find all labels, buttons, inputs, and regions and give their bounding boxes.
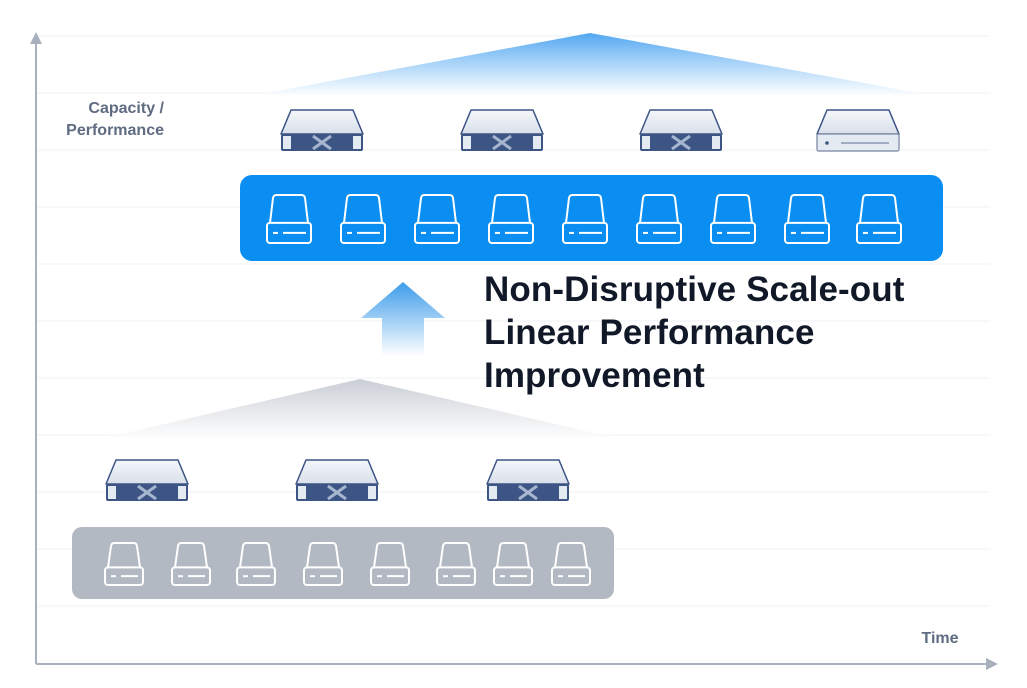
after-cluster-roof xyxy=(250,33,935,96)
before-drives xyxy=(104,542,591,586)
y-axis-arrow-icon xyxy=(30,32,42,44)
after-drives xyxy=(266,194,902,244)
server-icon xyxy=(639,109,723,151)
drive-icon xyxy=(856,194,902,244)
x-axis xyxy=(36,658,998,670)
server-icon xyxy=(486,459,570,501)
drive-icon xyxy=(493,542,533,586)
server-icon xyxy=(105,459,189,501)
drive-icon xyxy=(370,542,410,586)
server-icon xyxy=(816,109,900,152)
drive-icon xyxy=(236,542,276,586)
drive-icon xyxy=(266,194,312,244)
drive-icon xyxy=(104,542,144,586)
headline-line2: Linear Performance xyxy=(484,313,815,352)
server-icon xyxy=(295,459,379,501)
drive-icon xyxy=(436,542,476,586)
y-axis-label: Capacity / Performance xyxy=(46,98,164,142)
headline-line3: Improvement xyxy=(484,356,705,395)
drive-icon xyxy=(710,194,756,244)
x-axis-arrow-icon xyxy=(986,658,998,670)
up-arrow-icon xyxy=(361,282,445,356)
after-servers xyxy=(280,109,900,152)
drive-icon xyxy=(784,194,830,244)
headline-line1: Non-Disruptive Scale-out xyxy=(484,270,905,309)
before-servers xyxy=(105,459,570,501)
y-axis-label-line1: Capacity / xyxy=(88,100,164,117)
drive-icon xyxy=(562,194,608,244)
drive-icon xyxy=(551,542,591,586)
drive-icon xyxy=(303,542,343,586)
before-cluster-roof xyxy=(95,379,625,440)
drive-icon xyxy=(414,194,460,244)
headline: Non-Disruptive Scale-out Linear Performa… xyxy=(484,268,1004,397)
y-axis xyxy=(30,32,42,664)
drive-icon xyxy=(636,194,682,244)
drive-icon xyxy=(340,194,386,244)
x-axis-label: Time xyxy=(921,630,959,647)
y-axis-label-line2: Performance xyxy=(66,122,164,139)
drive-icon xyxy=(171,542,211,586)
server-icon xyxy=(280,109,364,151)
drive-icon xyxy=(488,194,534,244)
before-drive-tray xyxy=(72,527,614,599)
server-icon xyxy=(460,109,544,151)
